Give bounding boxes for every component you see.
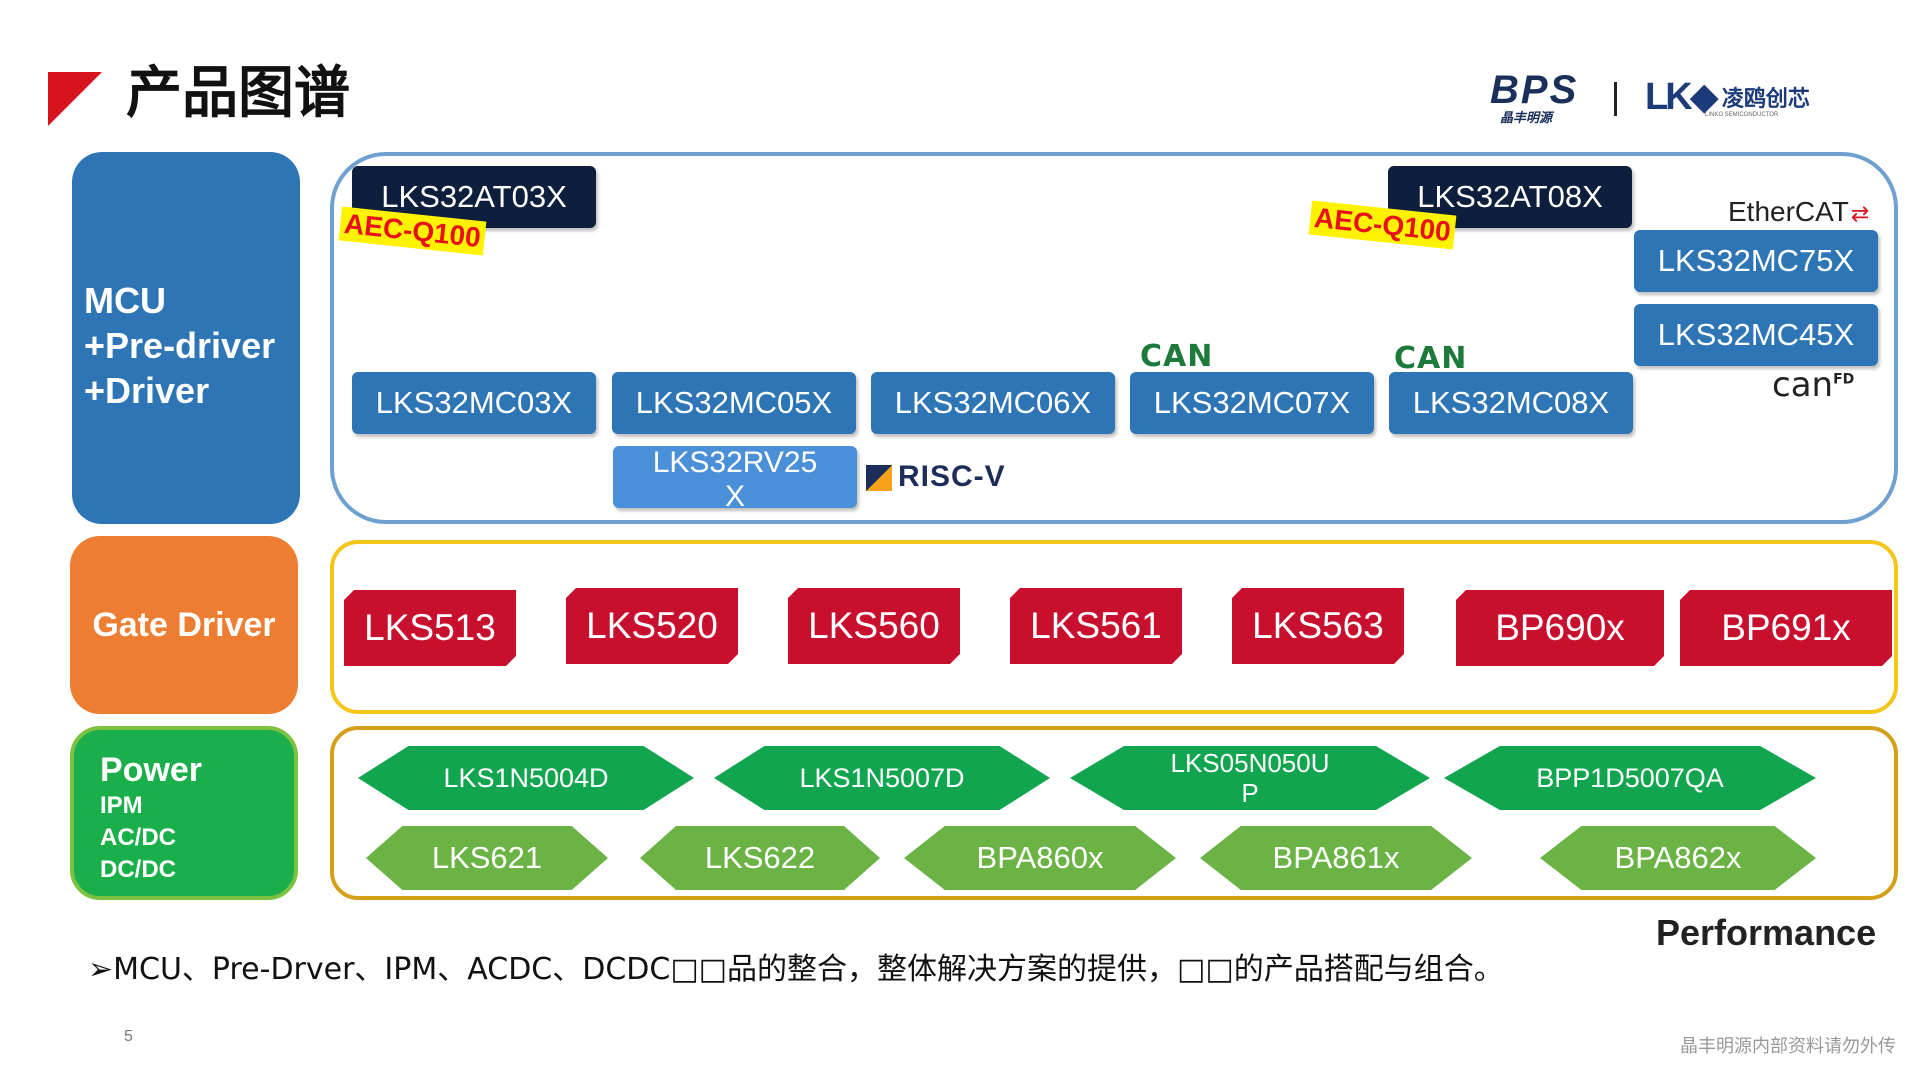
canfd-logo-text: can [1772,365,1834,405]
performance-label: Performance [1656,912,1877,953]
product-chip-mc03x[interactable]: LKS32MC03X [352,372,596,434]
product-chip-mc08x[interactable]: LKS32MC08X [1389,372,1633,434]
power-chip-lks05n050up[interactable]: LKS05N050U P [1070,746,1430,810]
category-mcu-line: +Pre-driver [84,325,276,366]
product-chip-at08x[interactable]: LKS32AT08X [1388,166,1632,228]
product-chip-mc05x[interactable]: LKS32MC05X [612,372,856,434]
gate-driver-chip-bp690x[interactable]: BP690x [1456,590,1664,666]
category-mcu-line: +Driver [84,370,210,411]
gate-driver-chip-lks560[interactable]: LKS560 [788,588,960,664]
ethercat-logo: EtherCAT⇄ [1728,198,1869,226]
confidential-notice: 晶丰明源内部资料请勿外传 [1680,1036,1896,1057]
can-logo: CAN [1140,339,1214,374]
category-power-sub: DC/DC [100,856,176,883]
product-chip-mc75x[interactable]: LKS32MC75X [1634,230,1878,292]
category-mcu-line: MCU [84,280,166,321]
gate-driver-product-frame [330,540,1898,714]
gate-driver-chip-lks561[interactable]: LKS561 [1010,588,1182,664]
category-power: Power IPM AC/DC DC/DC [70,726,298,900]
category-gate-driver: Gate Driver [70,536,298,714]
category-power-sub: AC/DC [100,824,176,851]
power-chip-bpa862x[interactable]: BPA862x [1540,826,1816,890]
power-chip-lks621[interactable]: LKS621 [366,826,608,890]
page-title: 产品图谱 [126,61,350,126]
power-chip-lks622[interactable]: LKS622 [640,826,880,890]
gate-driver-chip-lks520[interactable]: LKS520 [566,588,738,664]
category-mcu: MCU +Pre-driver +Driver [72,152,300,524]
linko-logo: LK◆凌鸥创芯 LINKO SEMICONDUCTOR [1645,76,1810,118]
riscv-mark-icon [866,465,892,492]
gate-driver-chip-bp691x[interactable]: BP691x [1680,590,1892,666]
power-product-frame [330,726,1898,900]
gate-driver-chip-lks513[interactable]: LKS513 [344,590,516,666]
product-chip-mc45x[interactable]: LKS32MC45X [1634,304,1878,366]
bps-logo-text: BPS [1490,68,1579,112]
category-power-label: Power [100,751,203,789]
bps-logo-subtext: 晶丰明源 [1500,111,1553,126]
can-logo: CAN [1394,341,1468,376]
canfd-logo: canFD [1772,368,1854,402]
bps-logo: BPS 晶丰明源 [1490,70,1590,125]
category-gate-driver-label: Gate Driver [92,605,276,644]
linko-logo-name: 凌鸥创芯 [1721,87,1810,112]
category-power-sub: IPM [100,792,143,819]
logo-divider [1614,82,1617,116]
product-chip-rv25x[interactable]: LKS32RV25 X [613,446,857,508]
ethercat-logo-text: EtherCAT [1728,196,1849,227]
gate-driver-chip-lks563[interactable]: LKS563 [1232,588,1404,664]
title-accent-triangle [48,72,102,126]
summary-bullet: ➢MCU、Pre-Drver、IPM、ACDC、DCDC□□品的整合，整体解决方… [88,952,1504,987]
power-chip-lks1n5007d[interactable]: LKS1N5007D [714,746,1050,810]
canfd-logo-sup: FD [1833,371,1855,388]
product-chip-mc07x[interactable]: LKS32MC07X [1130,372,1374,434]
power-chip-bpa861x[interactable]: BPA861x [1200,826,1472,890]
power-chip-bpa860x[interactable]: BPA860x [904,826,1176,890]
product-chip-at03x[interactable]: LKS32AT03X [352,166,596,228]
product-chip-mc06x[interactable]: LKS32MC06X [871,372,1115,434]
power-chip-lks1n5004d[interactable]: LKS1N5004D [358,746,694,810]
ethercat-arrow-icon: ⇄ [1850,201,1870,226]
linko-logo-tagline: LINKO SEMICONDUCTOR [1705,112,1779,118]
linko-logo-mark: LK◆ [1645,76,1719,118]
riscv-logo: RISC-V [866,462,1006,492]
power-chip-bpp1d5007qa[interactable]: BPP1D5007QA [1444,746,1816,810]
page-number: 5 [124,1028,133,1045]
mcu-product-frame [330,152,1898,524]
riscv-logo-text: RISC-V [898,460,1006,493]
